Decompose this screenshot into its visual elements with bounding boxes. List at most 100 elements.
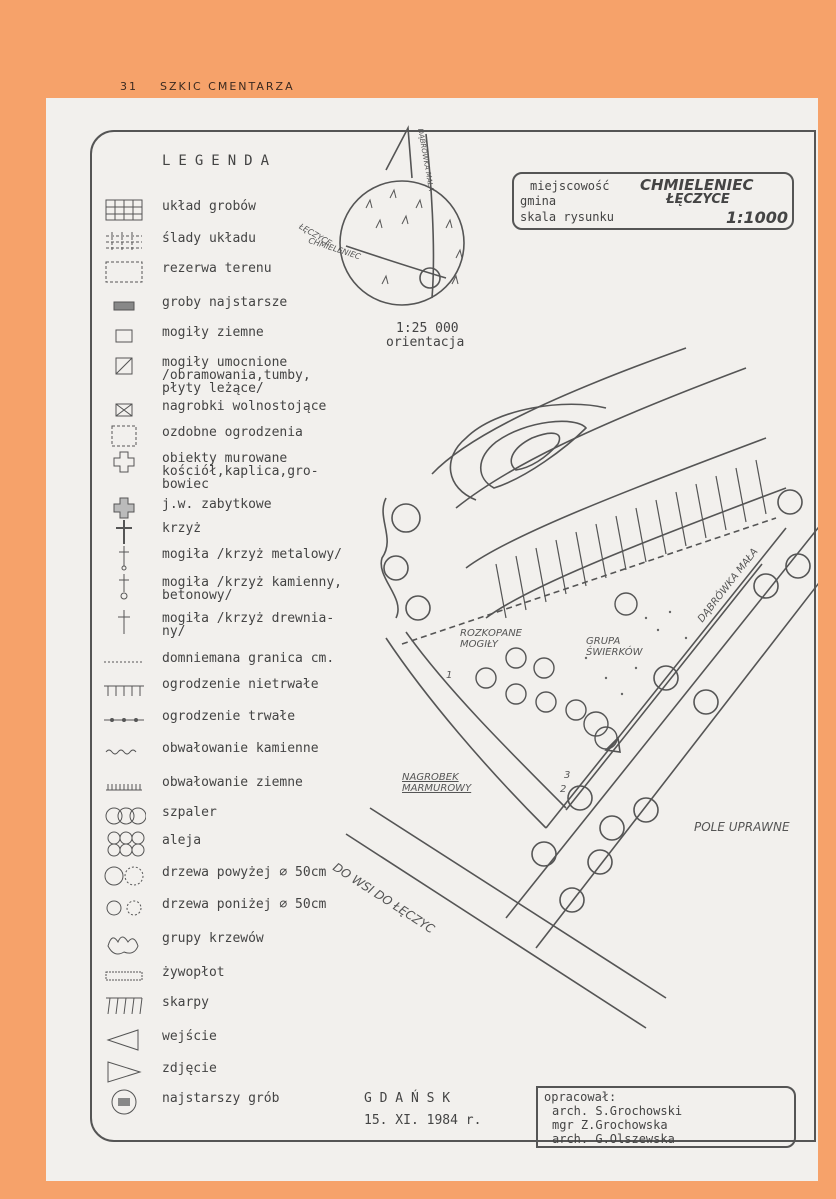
place-date-block: G D A Ń S K 15. XI. 1984 r. (364, 1088, 481, 1132)
legend-item-label: groby najstarsze (162, 295, 288, 310)
stone-cross-grave-icon (102, 572, 146, 600)
legend-item-label: mogiła /krzyż drewnia- ny/ (162, 611, 335, 639)
reinforced-grave-icon (102, 352, 146, 380)
oldest-grave-icon (102, 1088, 146, 1116)
metal-cross-grave-icon (102, 544, 146, 572)
oldest-graves-icon (102, 292, 146, 320)
entrance-icon (102, 1026, 146, 1054)
page-header: 31 SZKIC CMENTARZA (120, 80, 295, 93)
commune-label: gmina (520, 194, 557, 208)
historic-building-icon (102, 494, 146, 522)
legend-title: LEGENDA (162, 153, 278, 169)
commune-value: ŁĘCZYCE (666, 192, 730, 207)
slope-icon (102, 992, 146, 1020)
legend-item: obiekty murowane kościół,kaplica,gro- bo… (102, 448, 432, 491)
legend-item-label: obiekty murowane kościół,kaplica,gro- bo… (162, 451, 319, 492)
legend-item-label: mogiła /krzyż metalowy/ (162, 547, 343, 562)
legend-item: mogiły umocnione /obramowania,tumby, pły… (102, 352, 432, 395)
legend-item-label: zdjęcie (162, 1061, 217, 1076)
orientation-caption: 1:25 000 orientacja (386, 322, 464, 350)
author-3: arch. G.Olszewska (552, 1132, 675, 1146)
section-title: SZKIC CMENTARZA (160, 80, 295, 93)
avenue-icon (102, 830, 146, 858)
date: 15. XI. 1984 r. (364, 1113, 482, 1128)
locality-value: CHMIELENIEC (640, 176, 754, 194)
legend-item-label: krzyż (162, 521, 202, 536)
legend-item-label: rezerwa terenu (162, 261, 272, 276)
legend-item: ślady układu (102, 228, 432, 256)
legend-item-label: obwałowanie ziemne (162, 775, 303, 790)
legend-item: nagrobki wolnostojące (102, 396, 432, 424)
prepared-label: opracował: (544, 1090, 617, 1104)
legend-item-label: ogrodzenie trwałe (162, 709, 296, 724)
legend-item: żywopłot (102, 962, 432, 990)
masonry-building-icon (102, 448, 146, 476)
author-1: arch. S.Grochowski (552, 1104, 683, 1118)
legend-item: ogrodzenie trwałe (102, 706, 432, 734)
photo-icon (102, 1058, 146, 1086)
orientation-label: orientacja (386, 335, 465, 350)
legend-item: mogiła /krzyż metalowy/ (102, 544, 432, 572)
drawing-frame (90, 130, 816, 1142)
page-number: 31 (120, 80, 138, 93)
legend-item-label: ozdobne ogrodzenia (162, 425, 303, 440)
legend-item: mogiły ziemne (102, 322, 432, 350)
legend-item-label: skarpy (162, 995, 209, 1010)
hedge-icon (102, 962, 146, 990)
legend-item: mogiła /krzyż drewnia- ny/ (102, 608, 432, 639)
decorative-fence-icon (102, 422, 146, 450)
stone-embankment-icon (102, 738, 146, 766)
photo-number-1: 1 (446, 670, 453, 681)
legend-item-label: żywopłot (162, 965, 225, 980)
freestanding-tombstone-icon (102, 396, 146, 424)
legend-item-label: aleja (162, 833, 202, 848)
legend-item-label: najstarszy grób (162, 1091, 280, 1106)
scale-label: skala rysunku (520, 210, 614, 224)
shrub-group-icon (102, 928, 146, 956)
legend-item: obwałowanie ziemne (102, 772, 432, 800)
earth-embankment-icon (102, 772, 146, 800)
legend-item: rezerwa terenu (102, 258, 432, 286)
locality-label: miejscowość (530, 179, 610, 193)
legend-item: drzewa poniżej ⌀ 50cm (102, 894, 432, 922)
legend-item: obwałowanie kamienne (102, 738, 432, 766)
large-tree-icon (102, 862, 146, 890)
legend-item: szpaler (102, 802, 432, 830)
label-dug-graves: ROZKOPANE MOGIŁY (460, 628, 523, 650)
earth-grave-icon (102, 322, 146, 350)
legend-item: aleja (102, 830, 432, 858)
legend-item-label: mogiły ziemne (162, 325, 264, 340)
legend-item: j.w. zabytkowe (102, 494, 432, 522)
label-field: POLE UPRAWNE (694, 820, 790, 834)
legend-item: wejście (102, 1026, 432, 1054)
legend-item-label: ogrodzenie nietrwałe (162, 677, 319, 692)
legend-item-label: drzewa powyżej ⌀ 50cm (162, 865, 327, 880)
legend-item: układ grobów (102, 196, 432, 224)
location-box: miejscowość CHMIELENIEC gmina ŁĘCZYCE sk… (512, 172, 794, 230)
cemetery-sketch (339, 125, 818, 1029)
temporary-fence-icon (102, 674, 146, 702)
legend-item-label: j.w. zabytkowe (162, 497, 272, 512)
tree-row-icon (102, 802, 146, 830)
legend-item: grupy krzewów (102, 928, 432, 956)
legend-item: zdjęcie (102, 1058, 432, 1086)
label-marble-tombstone: NAGROBEK MARMUROWY (402, 772, 472, 794)
legend-item-label: mogiła /krzyż kamienny, betonowy/ (162, 575, 343, 603)
legend-item: krzyż (102, 518, 432, 546)
legend-item-label: ślady układu (162, 231, 256, 246)
legend-item: groby najstarsze (102, 292, 432, 320)
north-arrow (385, 125, 413, 179)
author-2: mgr Z.Grochowska (552, 1118, 668, 1132)
legend-item: ogrodzenie nietrwałe (102, 674, 432, 702)
legend-item-label: nagrobki wolnostojące (162, 399, 327, 414)
grid-graves-icon (102, 196, 146, 224)
legend-item-label: szpaler (162, 805, 217, 820)
traces-grid-icon (102, 228, 146, 256)
document-sheet: LEGENDA układ grobów ślady układu rezerwa … (46, 98, 818, 1181)
city: G D A Ń S K (364, 1091, 451, 1106)
legend-item-label: domniemana granica cm. (162, 651, 335, 666)
permanent-fence-icon (102, 706, 146, 734)
legend-item-label: mogiły umocnione /obramowania,tumby, pły… (162, 355, 311, 396)
legend-item: ozdobne ogrodzenia (102, 422, 432, 450)
label-spruce-group: GRUPA ŚWIERKÓW (586, 636, 643, 658)
